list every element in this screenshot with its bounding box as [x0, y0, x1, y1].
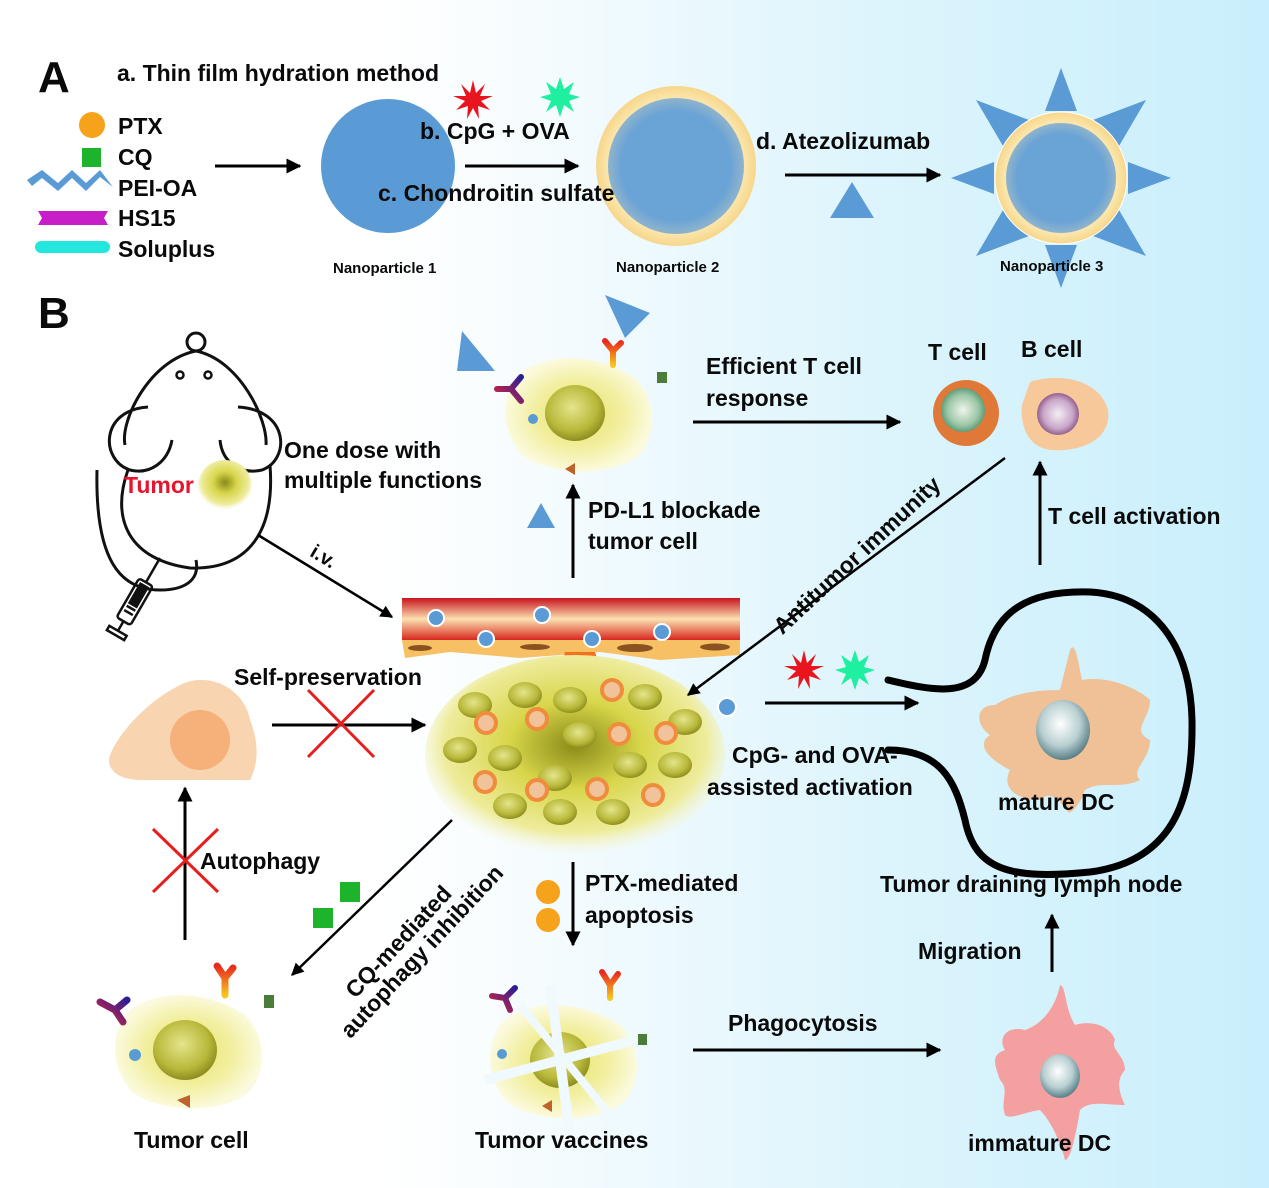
ptx-dot-icon: [536, 880, 560, 904]
block-x-icon: [151, 827, 220, 894]
cq-arrow: [291, 819, 453, 976]
nanoparticle-1-shape: [321, 99, 455, 233]
nanoparticle-1-label: Nanoparticle 1: [333, 260, 437, 277]
mouse-eye: [175, 370, 185, 380]
tumor-vaccines-label: Tumor vaccines: [475, 1127, 649, 1153]
migration-label: Migration: [918, 938, 1022, 964]
cpg-ova-line1: CpG- and OVA-: [732, 742, 898, 768]
immature-dc-label: immature DC: [968, 1130, 1112, 1156]
soluplus-icon: [35, 241, 110, 253]
panel-a-label: A: [38, 53, 70, 102]
self-preservation-label: Self-preservation: [234, 664, 422, 690]
ptx-dot-icon: [536, 908, 560, 932]
pdl1-blocked-tumor-cell: [457, 295, 667, 475]
ova-star-icon-b: [835, 650, 875, 690]
t-cell-label: T cell: [928, 339, 987, 365]
nanoparticle-near-tumor: [717, 697, 737, 717]
nanoparticle-2-label: Nanoparticle 2: [616, 259, 720, 276]
one-dose-line1: One dose with: [284, 437, 442, 463]
t-cell-activation-label: T cell activation: [1048, 503, 1221, 529]
efficient-line1: Efficient T cell: [706, 353, 862, 379]
legend-soluplus: Soluplus: [118, 236, 216, 262]
mouse-eye: [203, 370, 213, 380]
syringe-icon: [105, 557, 162, 642]
tumor-cell-label: Tumor cell: [134, 1127, 249, 1153]
mature-dc-nucleus: [1036, 700, 1090, 760]
ptx-mediated-line2: apoptosis: [585, 902, 694, 928]
ptx-mediated-line1: PTX-mediated: [585, 870, 739, 896]
pdl1-line1: PD-L1 blockade: [588, 497, 761, 523]
lymph-node-outline: [884, 588, 1196, 878]
legend-hs15: HS15: [118, 205, 176, 231]
atezolizumab-small-icon: [527, 503, 555, 528]
tumor-cluster-cells: [443, 678, 702, 825]
mouse-icon: [95, 331, 283, 592]
autophagy-label: Autophagy: [200, 848, 321, 874]
t-cell-nucleus: [941, 388, 985, 432]
nanoparticle-3-label: Nanoparticle 3: [1000, 258, 1104, 275]
endothelial-nuclei: [408, 643, 730, 652]
cq-icon: [82, 148, 101, 167]
immature-dc-nucleus: [1040, 1054, 1080, 1098]
cpg-star-icon: [453, 80, 493, 119]
pdl1-line2: tumor cell: [588, 528, 698, 554]
atezolizumab-icon: [830, 182, 874, 218]
step-c-label: c. Chondroitin sulfate: [378, 180, 615, 206]
b-cell-label: B cell: [1021, 336, 1083, 362]
mature-dc-label: mature DC: [998, 789, 1115, 815]
efficient-line2: response: [706, 385, 809, 411]
nanoparticle-3-shape: [951, 68, 1171, 288]
nanoparticle-2-core: [608, 98, 744, 234]
legend-cq: CQ: [118, 144, 153, 170]
antitumor-arrow: [686, 456, 1006, 697]
ova-star-icon: [540, 77, 580, 117]
vessel-nanoparticles: [427, 606, 671, 648]
mouse-tumor-mass: [198, 460, 252, 510]
b-cell-nucleus: [1037, 393, 1079, 435]
panel-b-label: B: [38, 289, 70, 338]
iv-arrow: [257, 533, 394, 619]
step-b-label: b. CpG + OVA: [420, 118, 570, 144]
hs15-icon: [38, 211, 108, 225]
cpg-star-icon-b: [784, 650, 824, 689]
ptx-icon: [79, 112, 105, 138]
cpg-ova-line2: assisted activation: [707, 774, 913, 800]
lymph-node-label: Tumor draining lymph node: [880, 871, 1183, 897]
tumor-vaccine-shape: [483, 969, 647, 1136]
mouse-tumor-label: Tumor: [124, 472, 194, 498]
step-a-label: a. Thin film hydration method: [117, 60, 439, 86]
autophagic-cell-nucleus: [170, 710, 230, 770]
legend-ptx: PTX: [118, 113, 163, 139]
cq-square-icon: [313, 908, 333, 928]
tumor-cell-shape: [96, 962, 274, 1109]
legend-pei-oa: PEI-OA: [118, 175, 198, 201]
pei-oa-icon: [27, 170, 113, 191]
one-dose-line2: multiple functions: [284, 467, 483, 493]
blood-vessel: [402, 598, 740, 640]
step-d-label: d. Atezolizumab: [756, 128, 931, 154]
cq-square-icon: [340, 882, 360, 902]
phagocytosis-label: Phagocytosis: [728, 1010, 878, 1036]
block-x-icon: [306, 688, 376, 759]
